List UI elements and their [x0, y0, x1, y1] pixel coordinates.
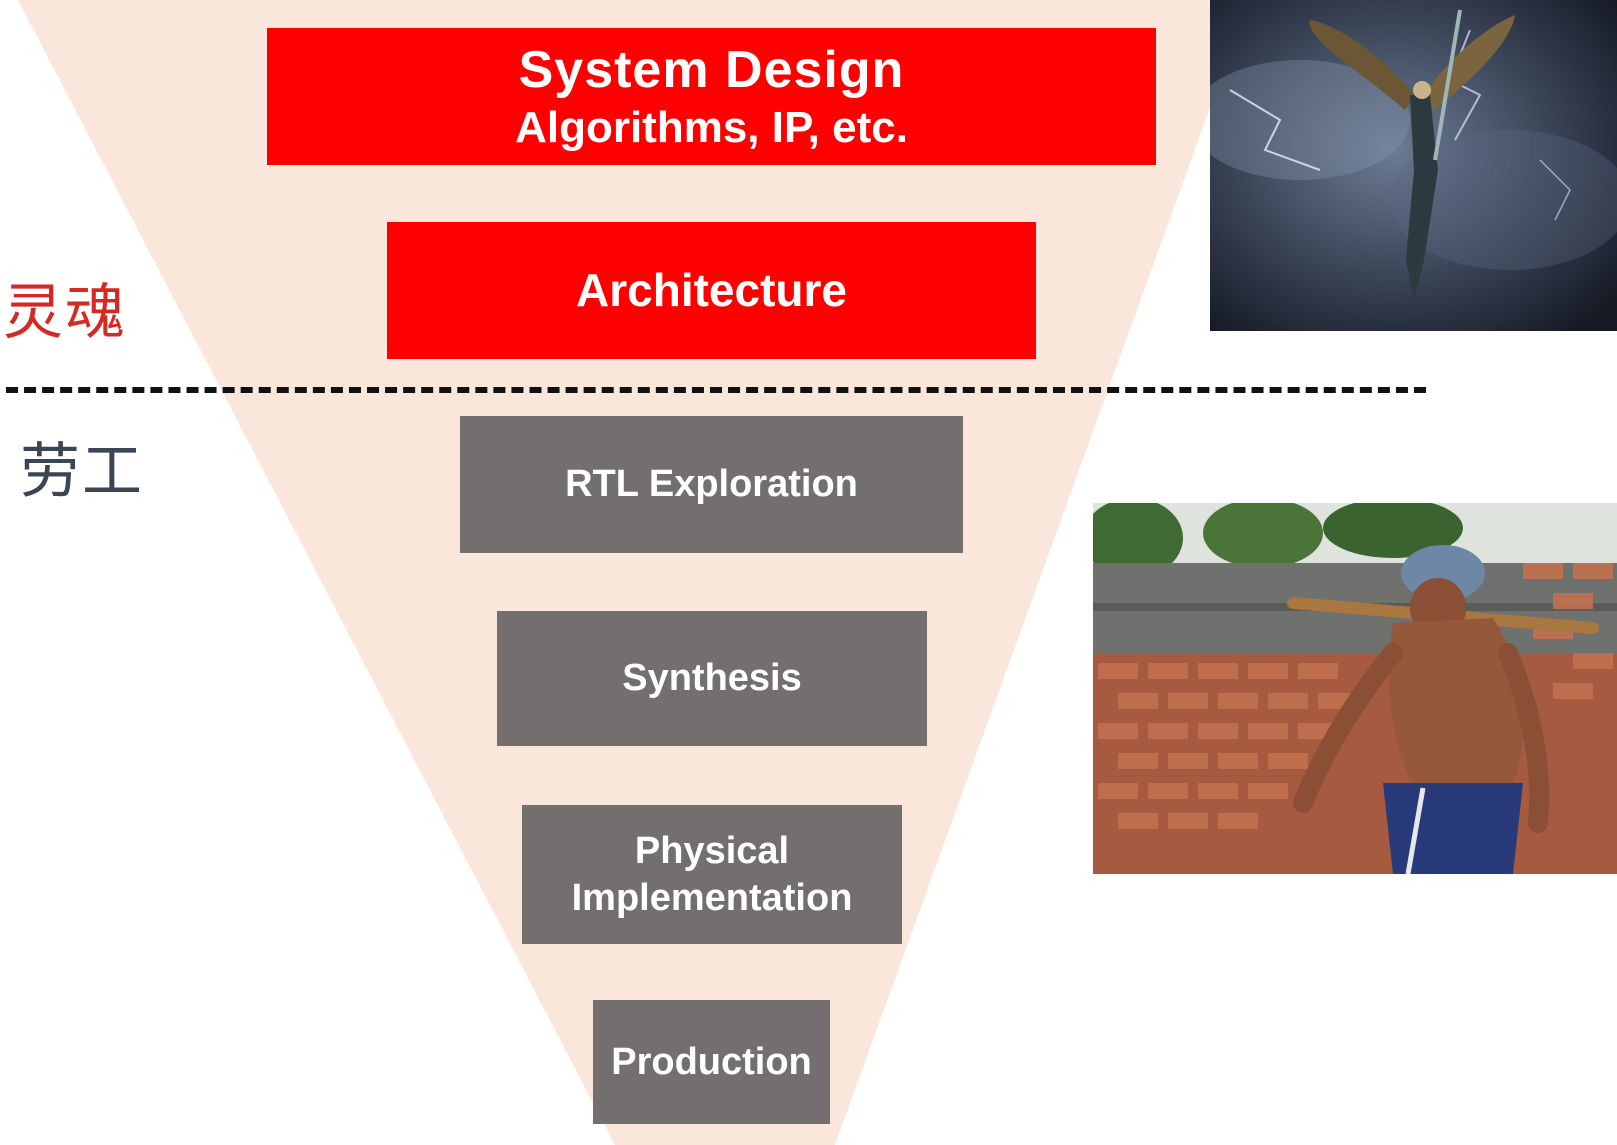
labor-label: 劳工	[20, 423, 144, 510]
system-design-subtitle: Algorithms, IP, etc.	[515, 103, 908, 152]
rtl-exploration-box: RTL Exploration	[460, 416, 963, 553]
soul-label: 灵魂	[3, 264, 127, 351]
system-design-box: System Design Algorithms, IP, etc.	[267, 28, 1156, 165]
production-box: Production	[593, 1000, 830, 1124]
architecture-box: Architecture	[387, 222, 1036, 359]
brick-worker-image	[1093, 503, 1617, 874]
soul-labor-divider	[6, 387, 1426, 393]
system-design-title: System Design	[519, 41, 905, 99]
architecture-label: Architecture	[576, 265, 847, 317]
funnel-triangle	[18, 0, 1249, 1145]
physical-implementation-line1: Physical	[635, 830, 789, 873]
synthesis-box: Synthesis	[497, 611, 927, 746]
production-label: Production	[611, 1041, 812, 1084]
synthesis-label: Synthesis	[622, 657, 802, 700]
physical-implementation-line2: Implementation	[572, 877, 853, 920]
rtl-exploration-label: RTL Exploration	[565, 463, 858, 506]
physical-implementation-box: Physical Implementation	[522, 805, 902, 944]
winged-angel-storm-image	[1210, 0, 1617, 331]
